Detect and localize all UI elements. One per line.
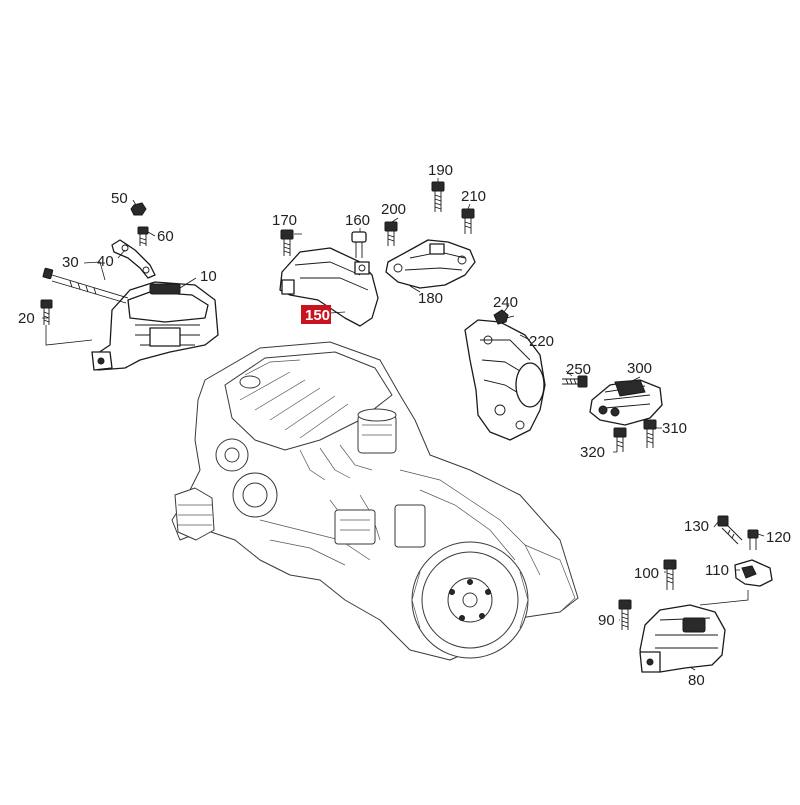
callout-320: 320: [580, 444, 605, 461]
callout-labels: 10 20 30 40 50 60 80 90 100 110 120 130 …: [18, 162, 791, 689]
callout-130: 130: [684, 518, 709, 535]
callout-20: 20: [18, 310, 35, 327]
callout-90: 90: [598, 612, 615, 629]
bracket-40: [111, 239, 156, 279]
callout-30: 30: [62, 254, 79, 271]
callout-300: 300: [627, 360, 652, 377]
bolt-200: [384, 221, 398, 246]
bolt-320: [613, 427, 627, 452]
bolt-120: [747, 529, 759, 550]
leader-lines: [42, 178, 765, 671]
bolt-310: [643, 419, 657, 448]
mount-80: [639, 604, 726, 673]
engine-assembly: [171, 341, 579, 661]
bolt-250: [562, 375, 588, 388]
callout-150-box: [301, 305, 331, 324]
callout-80: 80: [688, 672, 705, 689]
callout-220: 220: [529, 333, 554, 350]
callout-40: 40: [97, 253, 114, 270]
callout-200: 200: [381, 201, 406, 218]
callout-10: 10: [200, 268, 217, 285]
callout-50: 50: [111, 190, 128, 207]
bolt-190: [431, 181, 445, 212]
callout-100: 100: [634, 565, 659, 582]
callout-180: 180: [418, 290, 443, 307]
callout-210: 210: [461, 188, 486, 205]
callout-120: 120: [766, 529, 791, 546]
callout-250: 250: [566, 361, 591, 378]
bolt-240: [493, 309, 515, 325]
callout-150: 150: [305, 307, 330, 324]
callout-160: 160: [345, 212, 370, 229]
bracket-150: [279, 247, 379, 327]
nut-50: [130, 202, 147, 216]
stud-160: [351, 231, 367, 258]
engine-mount-left: [91, 281, 219, 371]
callout-240: 240: [493, 294, 518, 311]
callout-110: 110: [705, 562, 729, 579]
bracket-110: [734, 559, 773, 587]
callout-170: 170: [272, 212, 297, 229]
bolt-170: [280, 229, 294, 256]
bolt-20: [40, 299, 53, 325]
bolt-30: [42, 267, 129, 304]
callout-190: 190: [428, 162, 453, 179]
mount-300: [589, 379, 663, 426]
bolt-100: [663, 559, 677, 590]
bolt-60: [137, 226, 149, 246]
bracket-180: [385, 239, 476, 289]
bolt-130: [717, 515, 743, 545]
bracket-220: [464, 319, 546, 441]
callout-310: 310: [662, 420, 687, 437]
bolt-210: [461, 208, 475, 234]
callout-60: 60: [157, 228, 174, 245]
callout-150-highlight: 150: [301, 305, 331, 324]
bolt-90: [618, 599, 632, 630]
